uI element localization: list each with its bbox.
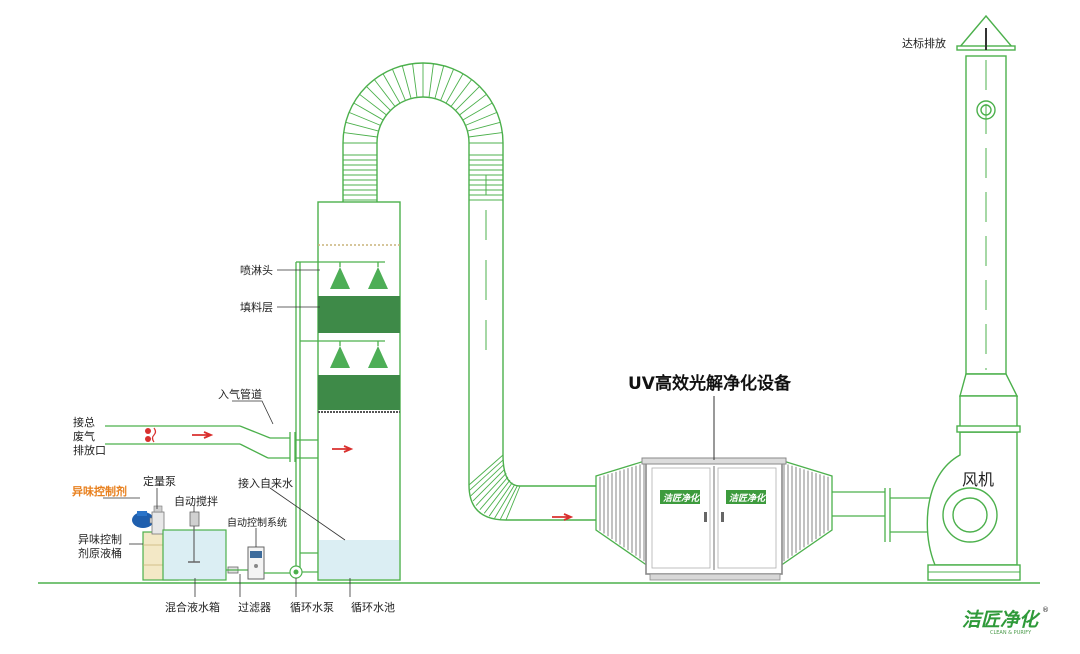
label-spray-head: 喷淋头 bbox=[240, 264, 273, 277]
label-circ-pool: 循环水池 bbox=[351, 601, 395, 614]
uv-door-right bbox=[717, 467, 777, 569]
label-emission: 达标排放 bbox=[902, 36, 946, 50]
duct-rib bbox=[505, 485, 521, 521]
brand-logo-subtitle: CLEAN & PURIFY bbox=[990, 630, 1032, 636]
duct-rib bbox=[373, 79, 396, 107]
chimney-transition bbox=[959, 373, 1019, 397]
duct-rib bbox=[469, 459, 504, 491]
cabinet-logo-right-text: 洁匠净化 bbox=[729, 493, 767, 504]
leader-lines bbox=[103, 269, 351, 597]
label-mix-tank: 混合液水箱 bbox=[165, 600, 220, 614]
duct-rib bbox=[459, 93, 487, 116]
auto-control-box bbox=[247, 546, 265, 580]
duct-rib bbox=[470, 464, 505, 497]
fan-inlet-inner bbox=[952, 497, 988, 533]
duct-rib bbox=[499, 485, 518, 520]
inlet-flow-arrow bbox=[192, 431, 214, 439]
uv-door-handle-right bbox=[721, 512, 724, 522]
duct-rib bbox=[353, 102, 384, 121]
duct-rib bbox=[465, 111, 498, 126]
duct-rib bbox=[345, 121, 379, 132]
packing-layer-bottom bbox=[318, 375, 400, 410]
inlet-damper bbox=[145, 427, 157, 443]
label-inlet-pipe: 入气管道 bbox=[218, 387, 262, 401]
duct-rib bbox=[343, 132, 378, 138]
duct-rib bbox=[468, 132, 503, 138]
duct-rib bbox=[462, 102, 493, 121]
duct-rib bbox=[450, 79, 473, 107]
cabinet-logo-left bbox=[660, 490, 700, 504]
duct-rib bbox=[401, 65, 412, 99]
chimney bbox=[956, 14, 1021, 433]
duct-rib bbox=[348, 111, 381, 126]
label-odor-agent: 异味控制剂 bbox=[72, 484, 127, 498]
uv-base bbox=[649, 573, 781, 581]
duct-rib bbox=[391, 68, 406, 101]
spray-heads-upper bbox=[300, 261, 388, 289]
uv-door-handle-left bbox=[704, 512, 707, 522]
inlet-pipe bbox=[105, 425, 318, 462]
brand-logo: 洁匠净化 CLEAN & PURIFY ® bbox=[962, 606, 1049, 636]
circulation-pump bbox=[264, 565, 318, 579]
brand-logo-text: 洁匠净化 bbox=[962, 609, 1041, 631]
duct-rib bbox=[494, 484, 516, 519]
filter bbox=[226, 566, 248, 574]
label-raw-tank-1: 异味控制 bbox=[78, 532, 122, 546]
label-filter: 过滤器 bbox=[238, 601, 271, 614]
label-fan: 风机 bbox=[962, 470, 994, 489]
spray-heads-lower bbox=[300, 340, 388, 368]
brand-registered-mark: ® bbox=[1042, 606, 1049, 614]
packing-layer-top bbox=[318, 296, 400, 333]
label-exhaust-inlet-1: 接总 bbox=[73, 415, 95, 429]
duct-rib bbox=[479, 476, 509, 511]
label-packing-layer: 填料层 bbox=[240, 300, 273, 314]
odor-agent-bottle bbox=[132, 511, 156, 528]
cabinet-logo-left-text: 洁匠净化 bbox=[663, 493, 701, 504]
auto-mixer bbox=[188, 511, 200, 563]
spray-feed-pipes bbox=[295, 261, 301, 570]
chimney-flange bbox=[956, 425, 1021, 433]
label-dosing-pump: 定量泵 bbox=[143, 474, 176, 488]
label-auto-mixer: 自动搅拌 bbox=[174, 494, 218, 508]
duct-ribs bbox=[343, 63, 521, 521]
label-circ-pump: 循环水泵 bbox=[290, 601, 334, 614]
duct-rib bbox=[440, 68, 455, 101]
duct-rib bbox=[412, 63, 418, 98]
duct-rib bbox=[475, 472, 507, 506]
label-exhaust-inlet-3: 排放口 bbox=[73, 443, 106, 457]
duct-flow-arrow bbox=[552, 513, 574, 521]
duct-rib bbox=[455, 86, 480, 111]
cabinet-logo-right bbox=[726, 490, 766, 504]
label-tap-water: 接入自来水 bbox=[238, 477, 293, 490]
duct-rib bbox=[445, 73, 464, 104]
duct-rib bbox=[468, 454, 504, 486]
hood-ribs bbox=[599, 463, 829, 562]
duct-rib bbox=[472, 468, 506, 502]
circulation-pool-water bbox=[319, 540, 399, 579]
uv-fan-duct bbox=[832, 488, 930, 542]
duct-rib bbox=[428, 63, 434, 98]
duct-rib bbox=[467, 121, 501, 132]
label-exhaust-inlet-2: 废气 bbox=[73, 429, 95, 443]
dosing-pump bbox=[151, 505, 165, 535]
duct-rib bbox=[483, 479, 511, 514]
duct-rib bbox=[366, 86, 391, 111]
duct-rib bbox=[359, 93, 387, 116]
uv-door-left bbox=[651, 467, 711, 569]
label-uv-title: UV高效光解净化设备 bbox=[628, 373, 792, 394]
label-auto-control: 自动控制系统 bbox=[227, 516, 287, 529]
tower-flow-arrow bbox=[332, 445, 354, 453]
uv-unit: 洁匠净化 洁匠净化 bbox=[595, 457, 833, 581]
duct-rib bbox=[434, 65, 445, 99]
duct-rib bbox=[382, 73, 401, 104]
fan bbox=[926, 431, 1021, 581]
label-raw-tank-2: 剂原液桶 bbox=[78, 546, 122, 560]
duct-rib bbox=[488, 482, 513, 517]
